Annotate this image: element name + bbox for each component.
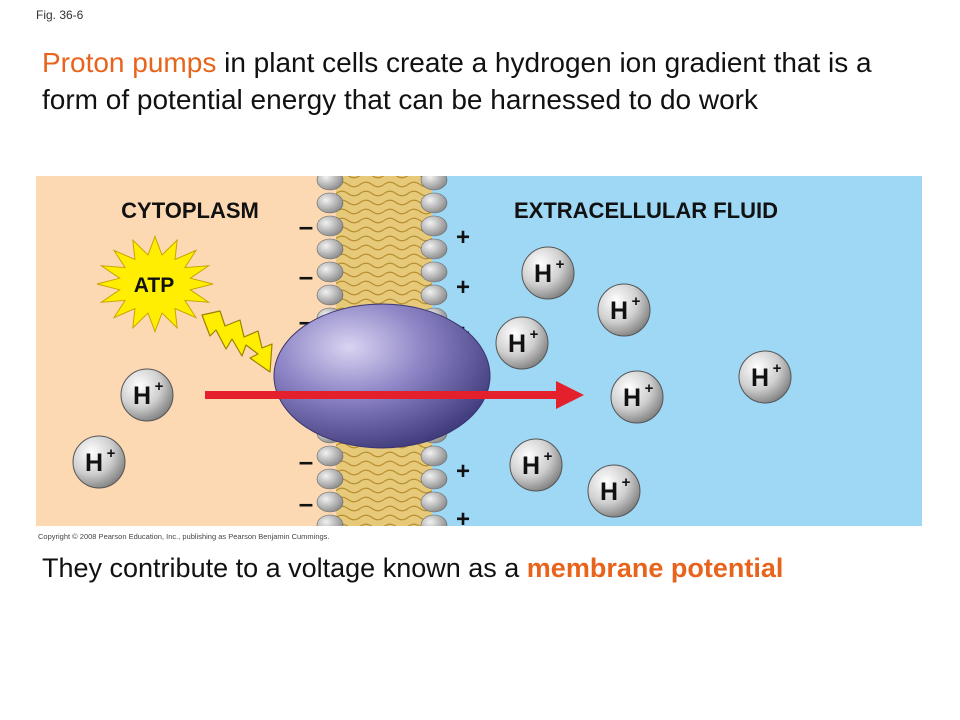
figure-label: Fig. 36-6 [36,8,84,22]
hydrogen-ion-charge: + [155,378,164,395]
hydrogen-ion-label: H [623,384,641,412]
hydrogen-ion-label: H [751,364,769,392]
minus-sign: – [299,488,313,518]
phospholipid-head-outer [420,468,448,490]
hydrogen-ion: H+ [587,464,641,518]
phospholipid-head-inner [316,192,344,214]
hydrogen-ion-label: H [133,382,151,410]
hydrogen-ion-charge: + [556,256,565,273]
phospholipid-head-outer [420,176,448,191]
phospholipid-head-inner [316,491,344,513]
energy-bolt-icon [201,310,273,373]
atp-burst: ATP [96,234,214,334]
phospholipid-head-inner [316,261,344,283]
hydrogen-ion-label: H [600,478,618,506]
phospholipid-head-inner [316,468,344,490]
proton-flow-arrow [205,381,584,409]
plus-sign: + [456,458,470,485]
hydrogen-ion-charge: + [107,445,116,462]
proton-pump-protein [273,303,491,449]
minus-sign: – [299,446,313,476]
phospholipid-head-outer [420,238,448,260]
hydrogen-ion-charge: + [622,474,631,491]
hydrogen-ion-label: H [610,297,628,325]
hydrogen-ion: H+ [597,283,651,337]
hydrogen-ion-sphere [597,283,651,337]
hydrogen-ions: H+H+H+H+H+H+H+H+H+ [72,246,792,518]
hydrogen-ion-label: H [522,452,540,480]
bottom-highlight: membrane potential [526,553,784,583]
phospholipid-head-outer [420,491,448,513]
plus-sign: + [456,506,470,533]
plus-sign: + [456,224,470,251]
hydrogen-ion-sphere [120,368,174,422]
phospholipid-head-inner [316,284,344,306]
hydrogen-ion: H+ [72,435,126,489]
phospholipid-head-inner [316,514,344,526]
phospholipid-head-outer [420,284,448,306]
heading-text: Proton pumps in plant cells create a hyd… [42,44,922,118]
hydrogen-ion: H+ [738,350,792,404]
hydrogen-ion-label: H [534,260,552,288]
hydrogen-ion-sphere [610,370,664,424]
hydrogen-ion: H+ [120,368,174,422]
phospholipid-head-outer [420,215,448,237]
atp-label: ATP [134,274,174,297]
hydrogen-ion-sphere [495,316,549,370]
phospholipid-head-outer [420,261,448,283]
hydrogen-ion-label: H [85,449,103,477]
hydrogen-ion: H+ [610,370,664,424]
hydrogen-ion-charge: + [544,448,553,465]
heading-highlight: Proton pumps [42,47,217,78]
phospholipid-head-outer [420,514,448,526]
arrow-shaft [205,391,560,399]
bottom-caption: They contribute to a voltage known as a … [42,553,783,584]
atp-burst-shape [96,234,214,334]
hydrogen-ion-charge: + [632,293,641,310]
minus-sign: – [299,211,313,241]
hydrogen-ion-charge: + [773,360,782,377]
phospholipid-head-inner [316,238,344,260]
hydrogen-ion: H+ [495,316,549,370]
hydrogen-ion-sphere [72,435,126,489]
hydrogen-ion-sphere [509,438,563,492]
hydrogen-ion-charge: + [530,326,539,343]
copyright-notice: Copyright © 2008 Pearson Education, Inc.… [38,532,330,541]
hydrogen-ion: H+ [509,438,563,492]
hydrogen-ion-charge: + [645,380,654,397]
hydrogen-ion-label: H [508,330,526,358]
plus-sign: + [456,274,470,301]
extracellular-fluid-label: EXTRACELLULAR FLUID [514,198,778,223]
hydrogen-ion-sphere [521,246,575,300]
bottom-lead: They contribute to a voltage known as a [42,553,527,583]
heading-rest: in plant cells create a hydrogen ion gra… [42,47,872,115]
phospholipid-head-outer [420,192,448,214]
phospholipid-head-outer [420,445,448,467]
minus-sign: – [299,261,313,291]
hydrogen-ion-sphere [738,350,792,404]
phospholipid-head-inner [316,215,344,237]
hydrogen-ion-sphere [587,464,641,518]
cytoplasm-label: CYTOPLASM [121,198,259,223]
arrow-head [556,381,584,409]
hydrogen-ion: H+ [521,246,575,300]
phospholipid-head-inner [316,445,344,467]
phospholipid-head-inner [316,176,344,191]
